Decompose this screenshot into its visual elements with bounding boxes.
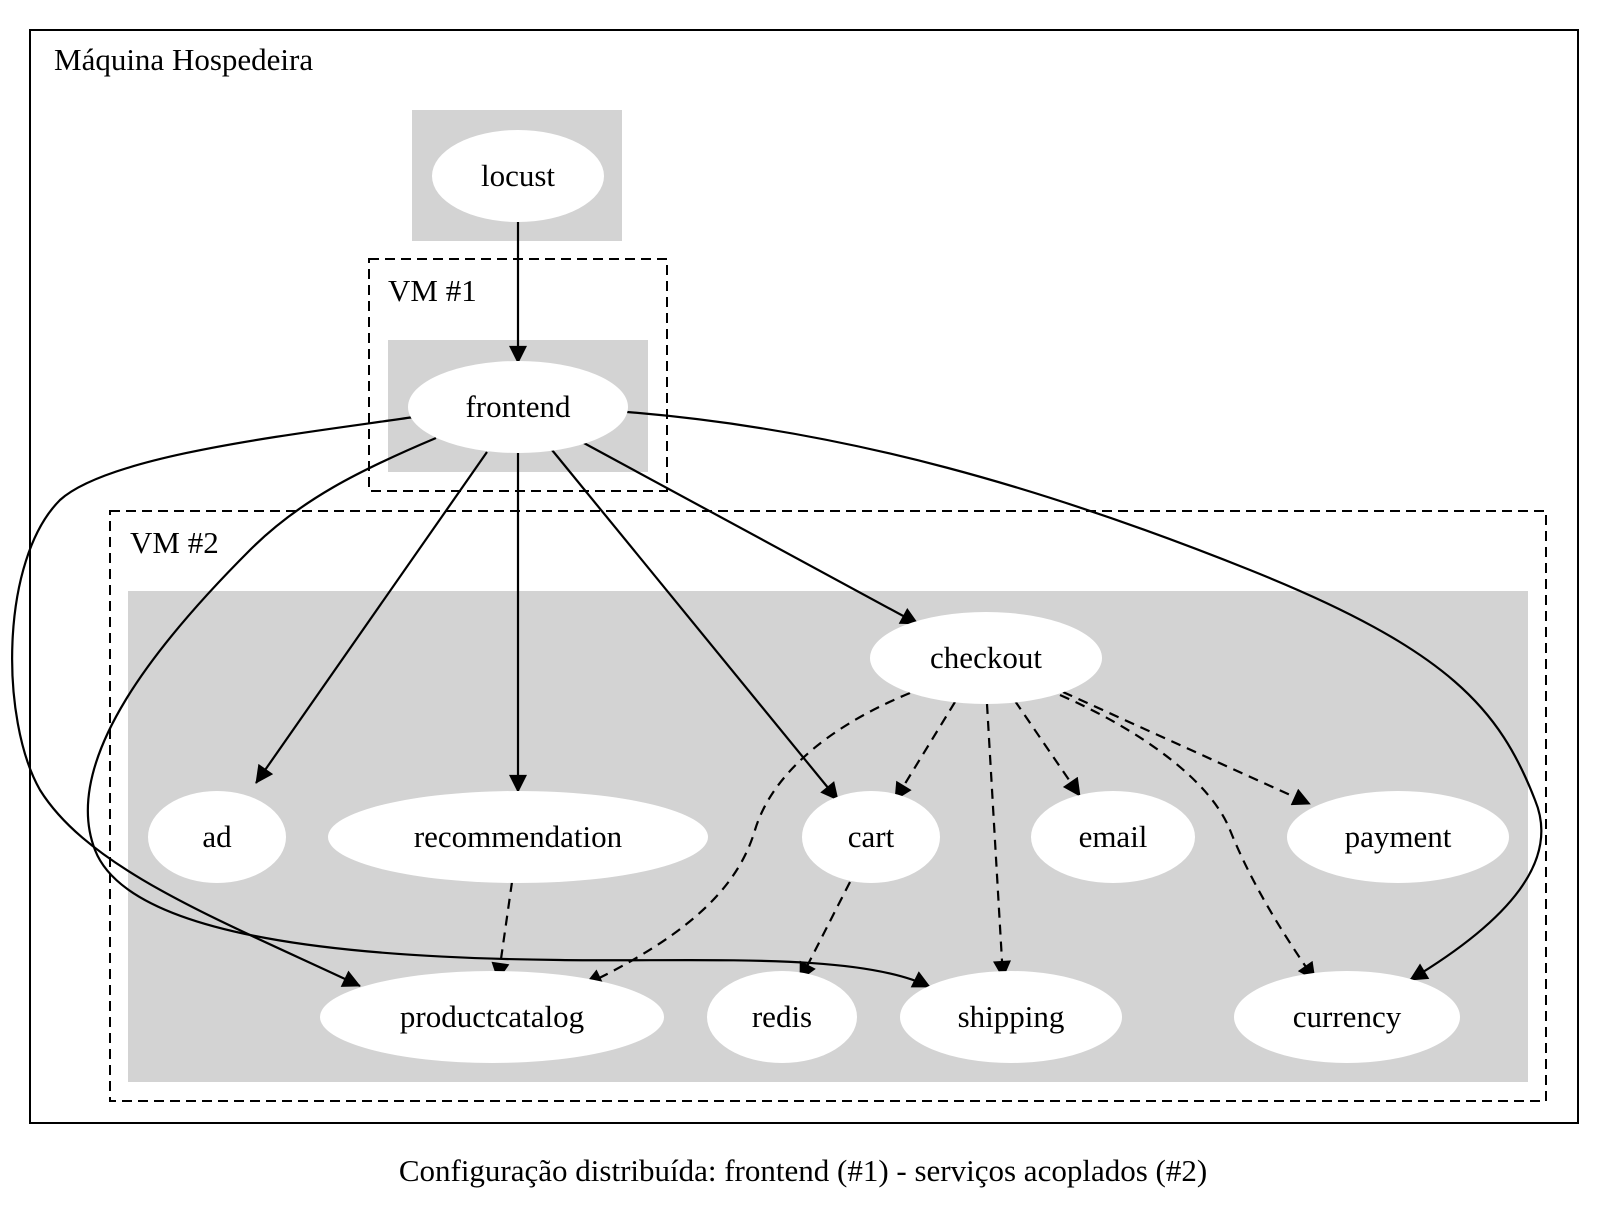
node-frontend[interactable]: frontend bbox=[408, 361, 628, 453]
edge-checkout-currency bbox=[1059, 693, 1316, 981]
edge-checkout-productcatalog bbox=[584, 691, 911, 986]
edges bbox=[11, 222, 1543, 988]
host-machine-label: Máquina Hospedeira bbox=[54, 42, 313, 77]
node-currency[interactable]: currency bbox=[1234, 971, 1460, 1063]
edge-frontend-cart bbox=[551, 449, 839, 801]
edge-checkout-shipping bbox=[985, 703, 1011, 979]
node-frontend-label: frontend bbox=[465, 389, 571, 424]
node-locust-label: locust bbox=[481, 158, 555, 193]
edge-checkout-payment bbox=[1062, 690, 1311, 806]
node-redis-label: redis bbox=[752, 999, 812, 1034]
edge-cart-redis bbox=[799, 881, 851, 981]
node-ad-label: ad bbox=[202, 819, 232, 854]
node-productcatalog[interactable]: productcatalog bbox=[320, 971, 664, 1063]
edge-frontend-shipping bbox=[86, 436, 931, 988]
node-locust[interactable]: locust bbox=[432, 130, 604, 222]
node-email[interactable]: email bbox=[1031, 791, 1195, 883]
node-shipping-label: shipping bbox=[958, 999, 1065, 1034]
edge-frontend-checkout bbox=[581, 441, 919, 625]
node-productcatalog-label: productcatalog bbox=[400, 999, 584, 1034]
edge-checkout-cart bbox=[894, 701, 956, 801]
node-payment[interactable]: payment bbox=[1287, 791, 1509, 883]
node-recommendation[interactable]: recommendation bbox=[328, 791, 708, 883]
node-shipping[interactable]: shipping bbox=[900, 971, 1122, 1063]
vm1-label: VM #1 bbox=[388, 273, 477, 308]
edge-frontend-productcatalog bbox=[11, 415, 415, 987]
node-email-label: email bbox=[1079, 819, 1148, 854]
node-currency-label: currency bbox=[1293, 999, 1402, 1034]
edge-frontend-ad bbox=[255, 451, 488, 784]
node-payment-label: payment bbox=[1345, 819, 1452, 854]
node-checkout-label: checkout bbox=[930, 640, 1042, 675]
edge-checkout-email bbox=[1014, 700, 1081, 797]
node-recommendation-label: recommendation bbox=[414, 819, 623, 854]
diagram-caption: Configuração distribuída: frontend (#1) … bbox=[399, 1153, 1207, 1188]
edge-frontend-currency bbox=[626, 410, 1543, 981]
node-cart-label: cart bbox=[848, 819, 895, 854]
vm2-cluster bbox=[109, 510, 1547, 1102]
node-redis[interactable]: redis bbox=[707, 971, 857, 1063]
vm2-label: VM #2 bbox=[130, 525, 219, 560]
node-ad[interactable]: ad bbox=[148, 791, 286, 883]
node-cart[interactable]: cart bbox=[802, 791, 940, 883]
node-checkout[interactable]: checkout bbox=[870, 612, 1102, 704]
